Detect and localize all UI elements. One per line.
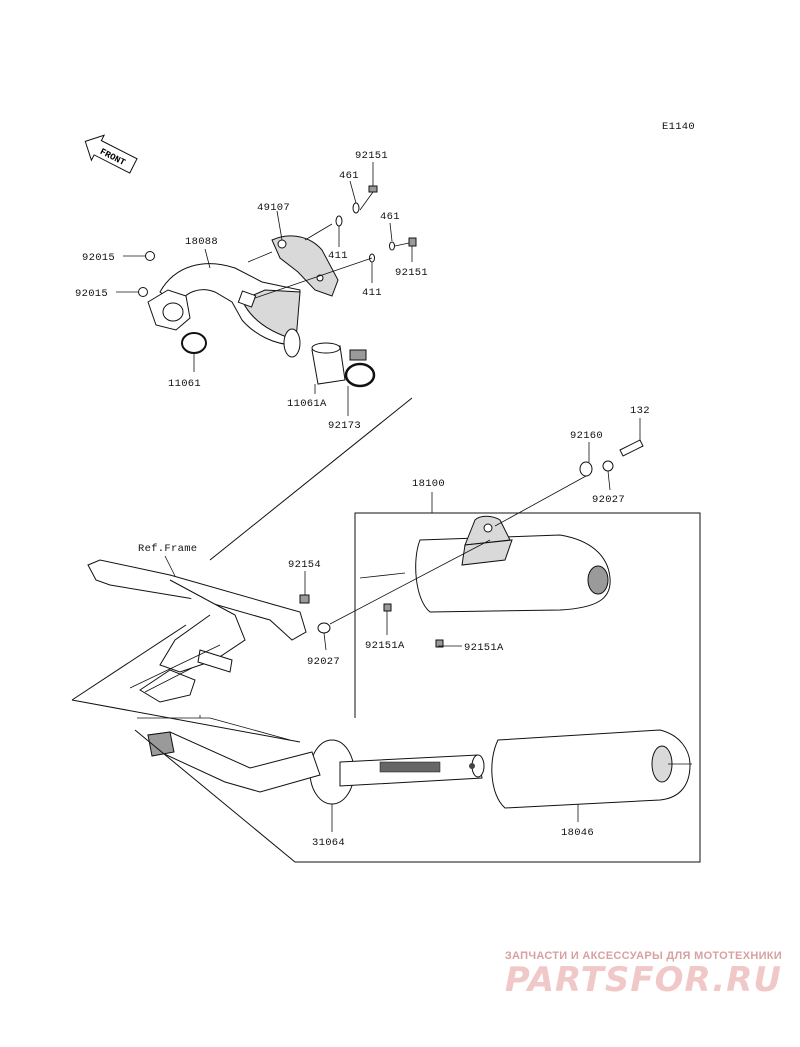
- label-92151A-a: 92151A: [365, 640, 405, 652]
- label-ref-frame: Ref.Frame: [138, 543, 197, 555]
- label-92151A-b: 92151A: [464, 642, 504, 654]
- label-92151-top: 92151: [355, 150, 388, 162]
- collar-92160: [579, 442, 593, 477]
- washer-461-top: [352, 202, 360, 214]
- label-92154: 92154: [288, 559, 321, 571]
- label-31064: 31064: [312, 837, 345, 849]
- sleeve-11061A: [311, 342, 346, 385]
- label-92027-left: 92027: [307, 656, 340, 668]
- label-92027-top: 92027: [592, 494, 625, 506]
- front-arrow-icon: FRONT: [84, 134, 138, 174]
- rear-frame: [87, 559, 307, 703]
- label-92173: 92173: [328, 420, 361, 432]
- heat-shield-49107: [271, 235, 339, 297]
- gasket-11061: [181, 332, 207, 354]
- label-132: 132: [630, 405, 650, 417]
- label-18046: 18046: [561, 827, 594, 839]
- label-92015-a: 92015: [82, 252, 115, 264]
- bolt-92154: [299, 571, 310, 604]
- label-411-right: 411: [362, 287, 382, 299]
- label-18088: 18088: [185, 236, 218, 248]
- nut-92015-b: [138, 287, 148, 297]
- label-92160: 92160: [570, 430, 603, 442]
- nut-92015-a: [145, 251, 155, 261]
- muffler-body-18046: [491, 729, 692, 822]
- label-92151-right: 92151: [395, 267, 428, 279]
- watermark-tagline: ЗАПЧАСТИ И АКСЕССУАРЫ ДЛЯ МОТОТЕХНИКИ: [504, 950, 782, 962]
- tail-pipe-31064: [309, 739, 485, 832]
- watermark-brand: PARTSFOR.RU: [504, 960, 782, 1000]
- watermark: ЗАПЧАСТИ И АКСЕССУАРЫ ДЛЯ МОТОТЕХНИКИ PA…: [505, 950, 782, 1000]
- leader-lines-upper: [116, 162, 413, 416]
- label-411-top: 411: [328, 250, 348, 262]
- washer-461-right: [389, 241, 395, 251]
- bolt-92151-right: [394, 237, 417, 247]
- label-11061A: 11061A: [287, 398, 327, 410]
- label-49107: 49107: [257, 202, 290, 214]
- exhaust-pipe-lower: [147, 731, 321, 793]
- washer-92027-left: [317, 622, 331, 651]
- label-461-top: 461: [339, 170, 359, 182]
- bolt-92151-top: [359, 185, 378, 211]
- clamp-92173: [344, 349, 376, 388]
- label-18100: 18100: [412, 478, 445, 490]
- diagram-code: E1140: [662, 121, 695, 133]
- washer-92027-top: [602, 460, 614, 491]
- exhaust-pipe-18088: [147, 263, 301, 358]
- collar-411-top: [335, 215, 343, 227]
- muffler-18100: [383, 515, 611, 648]
- bolt-132: [619, 418, 644, 457]
- assembly-bracket: [71, 397, 701, 863]
- label-92015-b: 92015: [75, 288, 108, 300]
- label-11061: 11061: [168, 378, 201, 390]
- part-labels: 92151 461 49107 411 461 92151 411 18088 …: [75, 150, 650, 849]
- label-461-right: 461: [380, 211, 400, 223]
